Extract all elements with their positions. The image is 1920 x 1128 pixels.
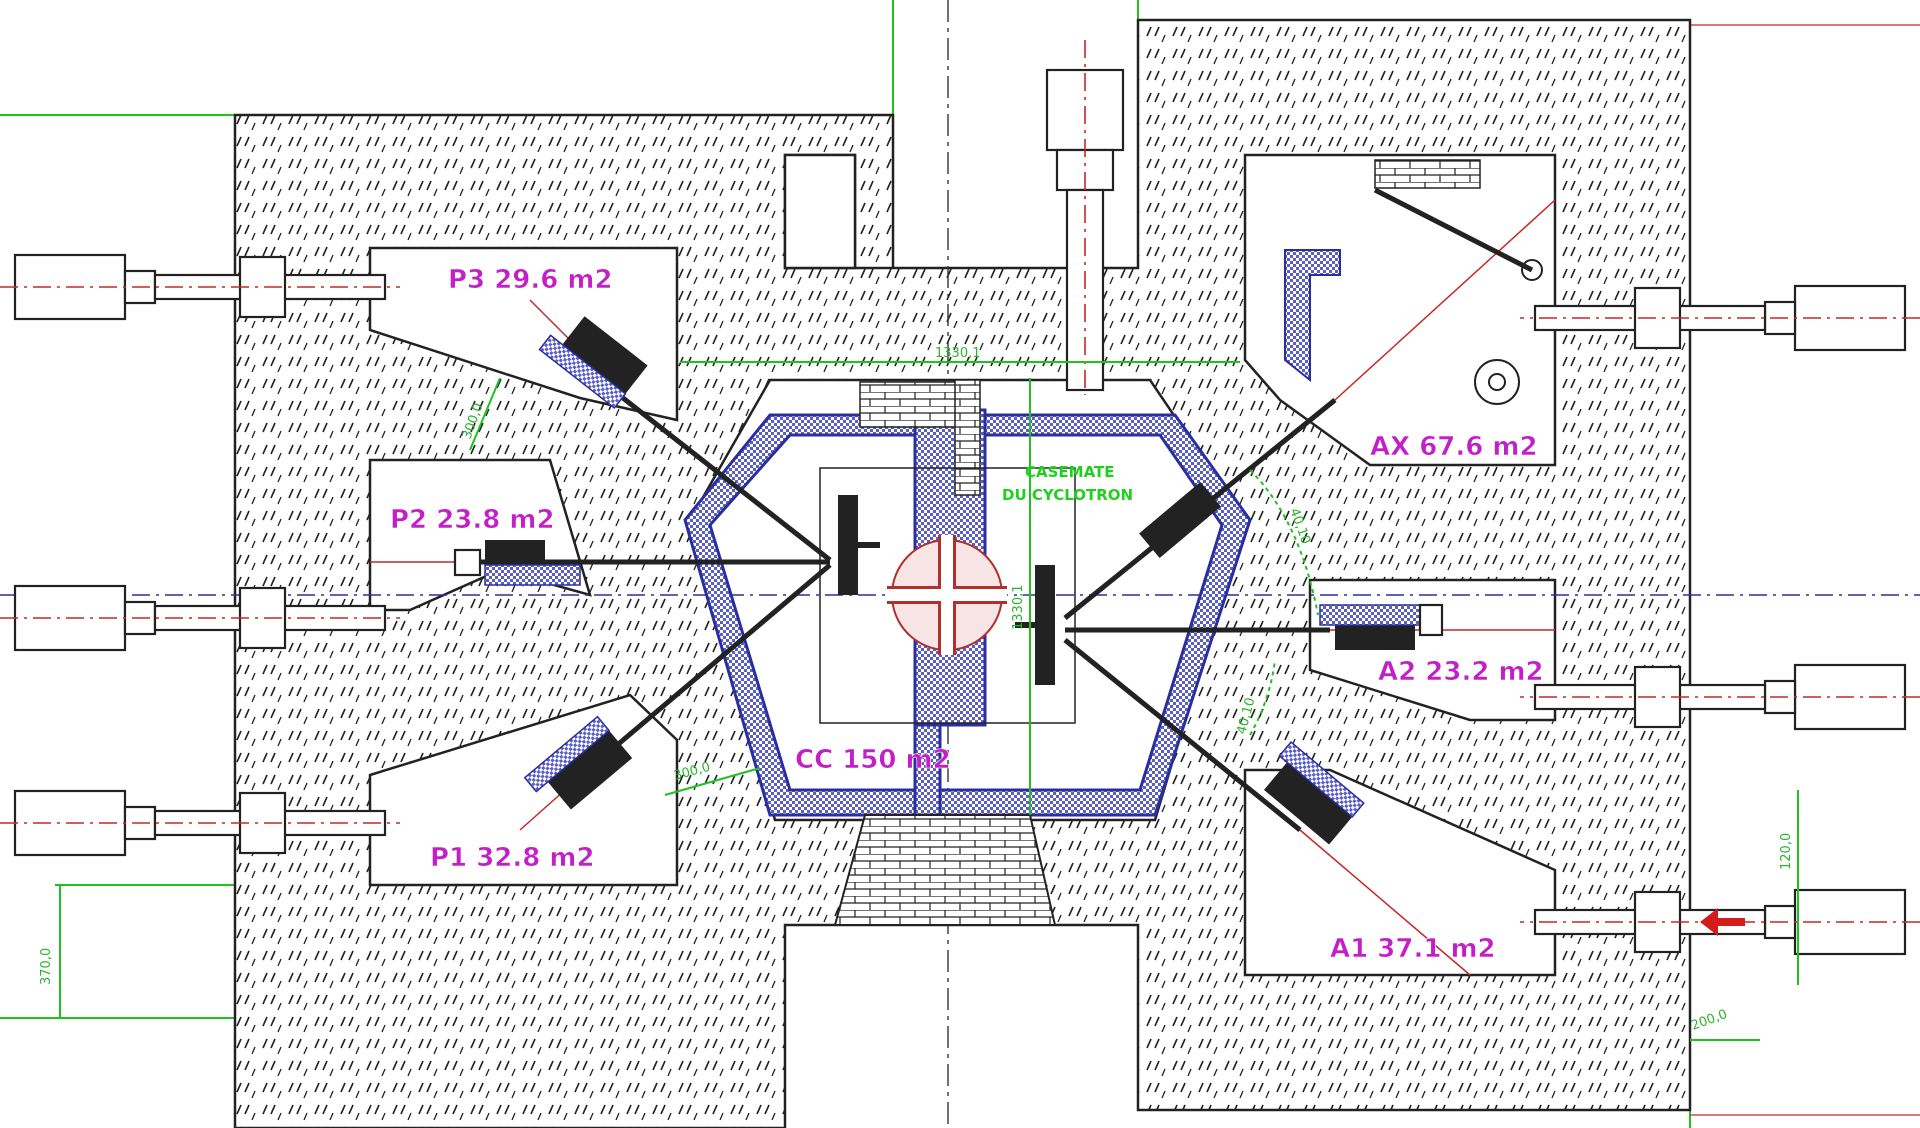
target-stations xyxy=(453,159,1543,845)
dim-left-bottom: 370,0 xyxy=(39,948,54,985)
label-p2: P2 23.8 m2 xyxy=(390,505,555,535)
label-p3: P3 29.6 m2 xyxy=(448,265,613,295)
label-casemate-line1: CASEMATE xyxy=(1025,463,1115,481)
label-cc: CC 150 m2 xyxy=(795,745,951,775)
room-labels: P3 29.6 m2 P2 23.8 m2 P1 32.8 m2 CC 150 … xyxy=(390,265,1544,965)
red-arrow-icon xyxy=(1700,908,1745,936)
dim-right-bottom: 200,0 xyxy=(1689,1007,1729,1034)
label-casemate-line2: DU CYCLOTRON xyxy=(1002,486,1133,504)
stairwell-room xyxy=(783,153,857,270)
dim-right-vertical: 120,0 xyxy=(1779,833,1794,870)
entrance-bricks xyxy=(833,379,1057,926)
cyclotron-core xyxy=(819,467,1076,724)
external-ports xyxy=(0,40,1920,956)
dim-top-span: 1330,1 xyxy=(935,346,981,361)
dim-vertical-span: 1330,1 xyxy=(1011,585,1026,631)
label-ax: AX 67.6 m2 xyxy=(1370,432,1538,462)
label-p1: P1 32.8 m2 xyxy=(430,843,595,873)
label-a1: A1 37.1 m2 xyxy=(1330,934,1496,964)
label-a2: A2 23.2 m2 xyxy=(1378,657,1544,687)
dimension-lines xyxy=(59,361,1799,1041)
